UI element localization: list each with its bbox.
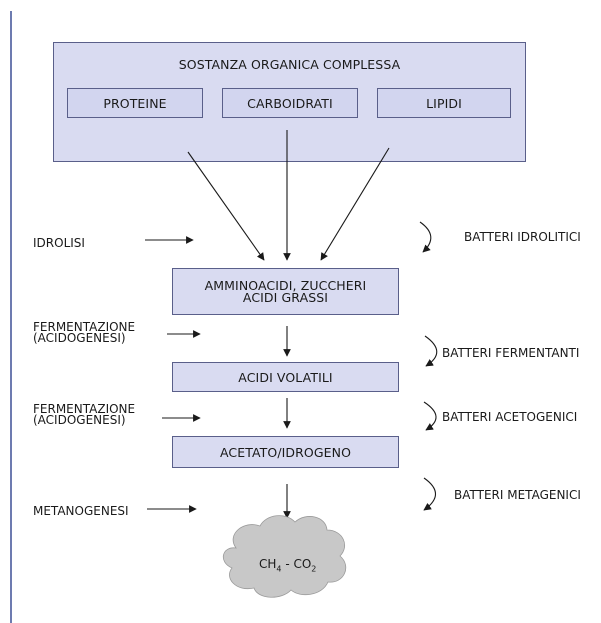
co-subscript: 2 <box>311 564 317 574</box>
lipidi-box: LIPIDI <box>377 88 511 118</box>
curve-arrow-fermentanti <box>424 335 438 367</box>
batteri-idrolitici-label: BATTERI IDROLITICI <box>464 230 581 244</box>
acidi-volatili-box: ACIDI VOLATILI <box>172 362 399 392</box>
batteri-metagenici-label: BATTERI METAGENICI <box>454 488 581 502</box>
fermentazione-1-line2: (ACIDOGENESI) <box>33 331 126 345</box>
formula-separator: - <box>281 557 294 571</box>
fermentazione-1-line1: FERMENTAZIONE <box>33 320 136 334</box>
batteri-acetogenici-label: BATTERI ACETOGENICI <box>442 410 578 424</box>
ch-subscript: 4 <box>276 564 282 574</box>
acidi-volatili-label: ACIDI VOLATILI <box>238 369 333 385</box>
carboidrati-box: CARBOIDRATI <box>222 88 358 118</box>
amminoacidi-box: AMMINOACIDI, ZUCCHERI ACIDI GRASSI <box>172 268 399 315</box>
ch-text: CH <box>259 557 277 571</box>
fermentazione-label-1: FERMENTAZIONE (ACIDOGENESI) <box>33 320 136 345</box>
lipidi-label: LIPIDI <box>426 95 462 111</box>
batteri-fermentanti-label: BATTERI FERMENTANTI <box>442 346 580 360</box>
curve-arrow-metagenici <box>423 477 437 511</box>
product-formula: CH4 - CO2 <box>259 557 316 573</box>
fermentazione-2-line2: (ACIDOGENESI) <box>33 413 126 427</box>
complex-organic-substance-title: SOSTANZA ORGANICA COMPLESSA <box>178 57 401 72</box>
arrow-proteine-down <box>187 151 265 261</box>
amminoacidi-line1: AMMINOACIDI, ZUCCHERI <box>204 277 367 293</box>
arrow-lipidi-down <box>320 147 390 261</box>
co-text: CO <box>293 557 312 571</box>
acetato-idrogeno-box: ACETATO/IDROGENO <box>172 436 399 468</box>
curve-arrow-idrolitici <box>419 221 432 253</box>
product-cloud <box>223 515 347 598</box>
curve-arrow-acetogenici <box>423 401 437 431</box>
fermentazione-label-2: FERMENTAZIONE (ACIDOGENESI) <box>33 402 136 427</box>
carboidrati-label: CARBOIDRATI <box>247 95 333 111</box>
metanogenesi-label: METANOGENESI <box>33 504 129 518</box>
proteine-label: PROTEINE <box>103 95 167 111</box>
acetato-idrogeno-label: ACETATO/IDROGENO <box>219 444 352 460</box>
amminoacidi-line2: ACIDI GRASSI <box>242 289 329 305</box>
proteine-box: PROTEINE <box>67 88 203 118</box>
fermentazione-2-line1: FERMENTAZIONE <box>33 402 136 416</box>
idrolisi-label: IDROLISI <box>33 236 85 250</box>
frame-left-border <box>10 11 12 623</box>
